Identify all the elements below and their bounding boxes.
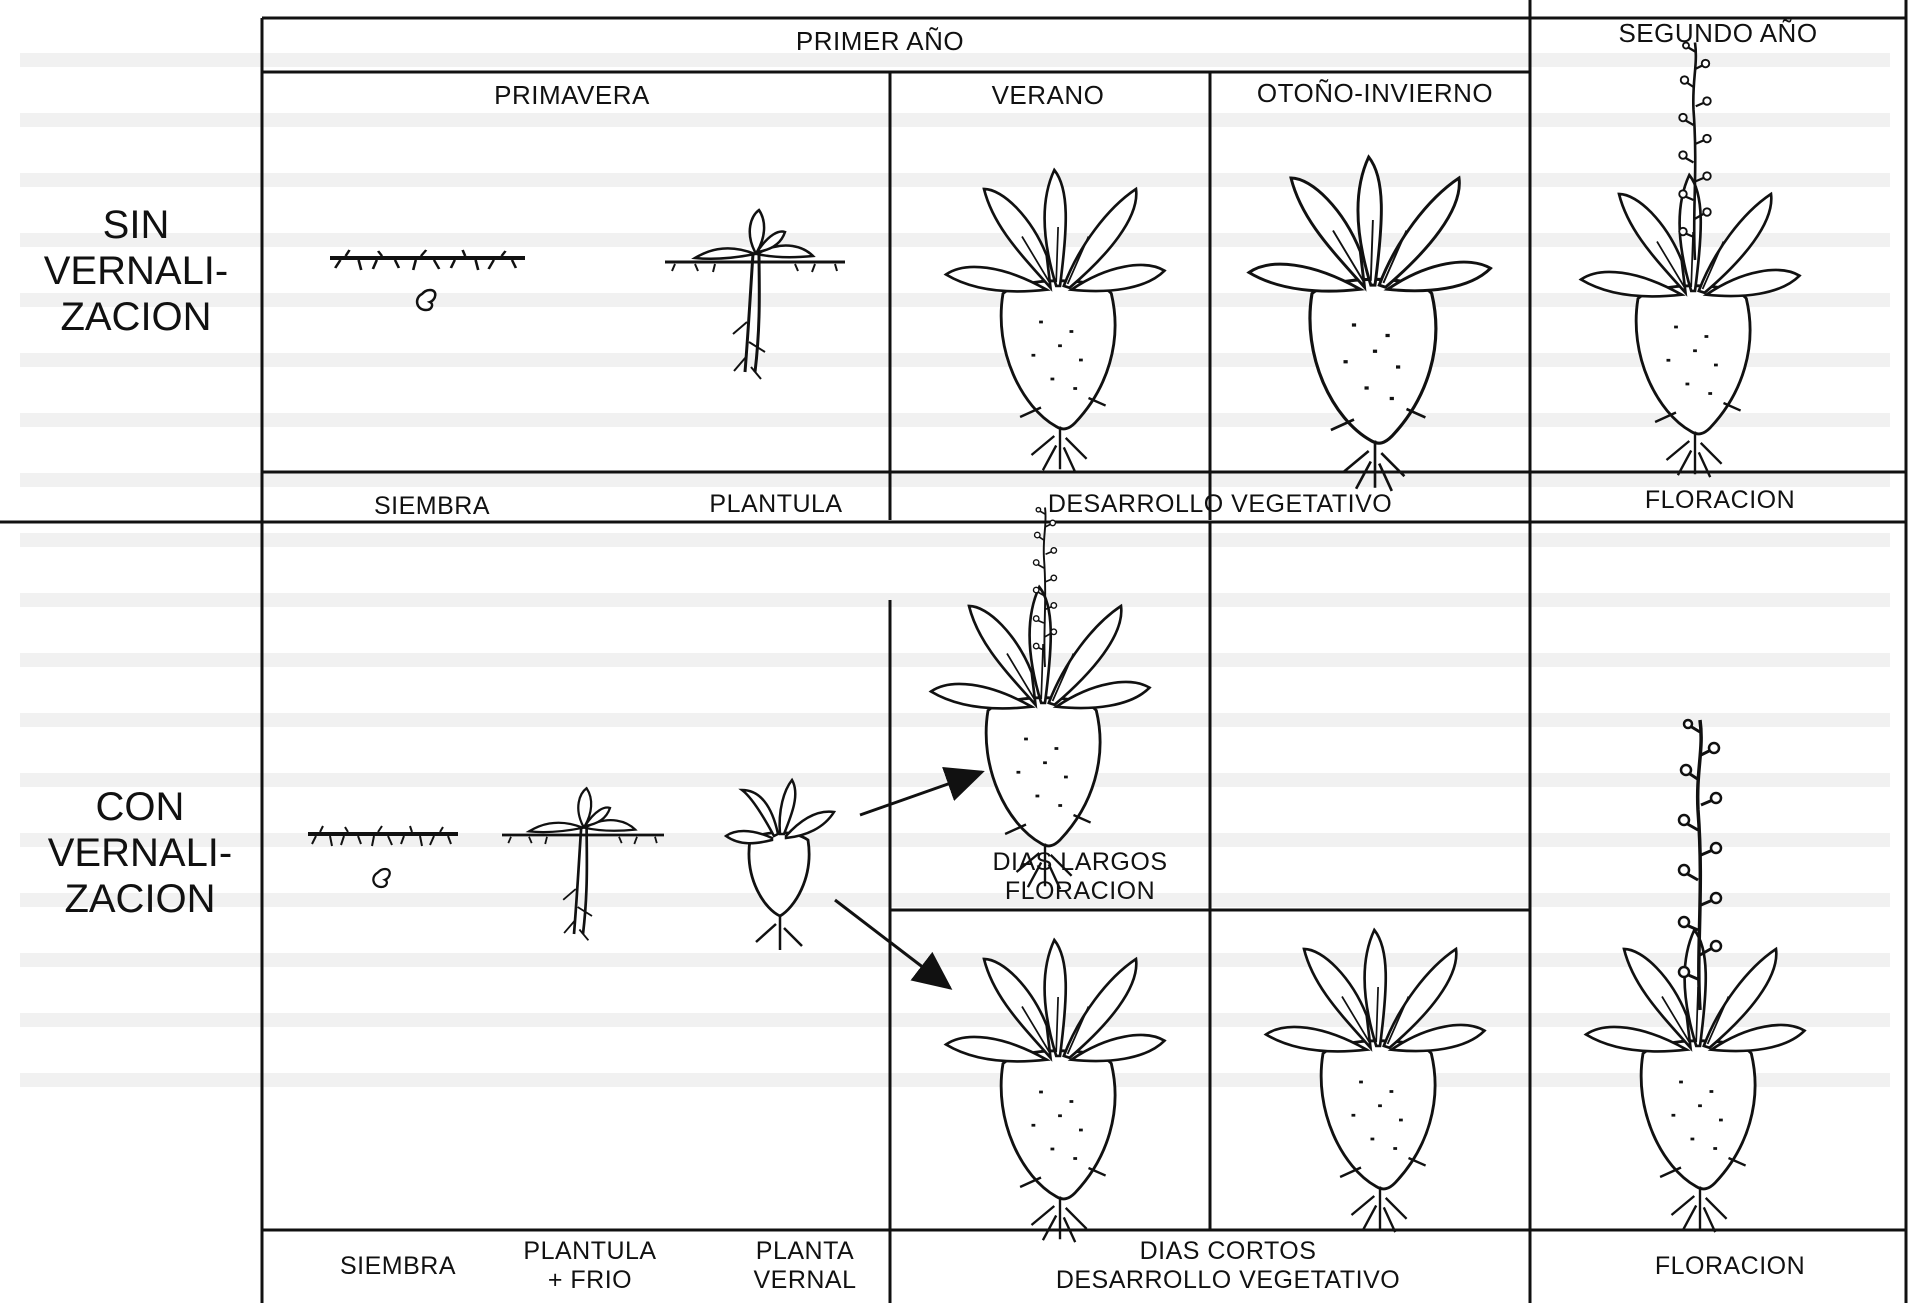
paper-texture (20, 60, 1890, 1080)
sin-floracion-plant (1581, 43, 1800, 478)
row-label-con-vernalizacion: CON VERNALI- ZACION (48, 784, 233, 922)
header-otono-invierno: OTOÑO-INVIERNO (1257, 78, 1493, 109)
con-siembra-drawing (308, 826, 458, 887)
row-label-line: CON (48, 784, 233, 830)
header-primer-ano: PRIMER AÑO (796, 26, 964, 57)
con-dias-cortos-beet-1 (946, 940, 1165, 1242)
con-label-siembra: SIEMBRA (340, 1252, 456, 1281)
annotation-dias-largos-floracion: DIAS LARGOS FLORACION (993, 848, 1168, 906)
label-line: PLANTULA (523, 1237, 656, 1266)
label-line: + FRIO (523, 1266, 656, 1295)
label-line: DESARROLLO VEGETATIVO (1056, 1266, 1400, 1295)
sin-label-siembra: SIEMBRA (374, 492, 490, 521)
con-dias-largos-plant (931, 508, 1150, 890)
row-label-line: ZACION (48, 876, 233, 922)
row-label-line: ZACION (44, 294, 229, 340)
sin-label-plantula: PLANTULA (709, 490, 842, 519)
sin-label-desarrollo-vegetativo: DESARROLLO VEGETATIVO (1048, 490, 1392, 519)
row-label-line: SIN (44, 202, 229, 248)
row-label-sin-vernalizacion: SIN VERNALI- ZACION (44, 202, 229, 340)
label-line: PLANTA (753, 1237, 856, 1266)
label-line: VERNAL (753, 1266, 856, 1295)
annotation-line: FLORACION (993, 877, 1168, 906)
con-label-floracion: FLORACION (1655, 1252, 1805, 1281)
sin-otono-beet (1249, 157, 1491, 491)
con-planta-vernal-drawing (726, 780, 834, 950)
label-line: DIAS CORTOS (1056, 1237, 1400, 1266)
sin-label-floracion: FLORACION (1645, 486, 1795, 515)
row-label-line: VERNALI- (44, 248, 229, 294)
header-primavera: PRIMAVERA (494, 80, 650, 111)
flowering-beet-icon (1679, 43, 1711, 261)
header-verano: VERANO (992, 80, 1105, 111)
header-segundo-ano: SEGUNDO AÑO (1618, 18, 1817, 49)
con-floracion-plant (1586, 720, 1805, 1232)
annotation-line: DIAS LARGOS (993, 848, 1168, 877)
con-label-plantula-frio: PLANTULA + FRIO (523, 1237, 656, 1295)
row-label-line: VERNALI- (48, 830, 233, 876)
con-label-planta-vernal: PLANTA VERNAL (753, 1237, 856, 1295)
con-plantula-frio-drawing (502, 788, 664, 940)
con-label-dias-cortos: DIAS CORTOS DESARROLLO VEGETATIVO (1056, 1237, 1400, 1295)
